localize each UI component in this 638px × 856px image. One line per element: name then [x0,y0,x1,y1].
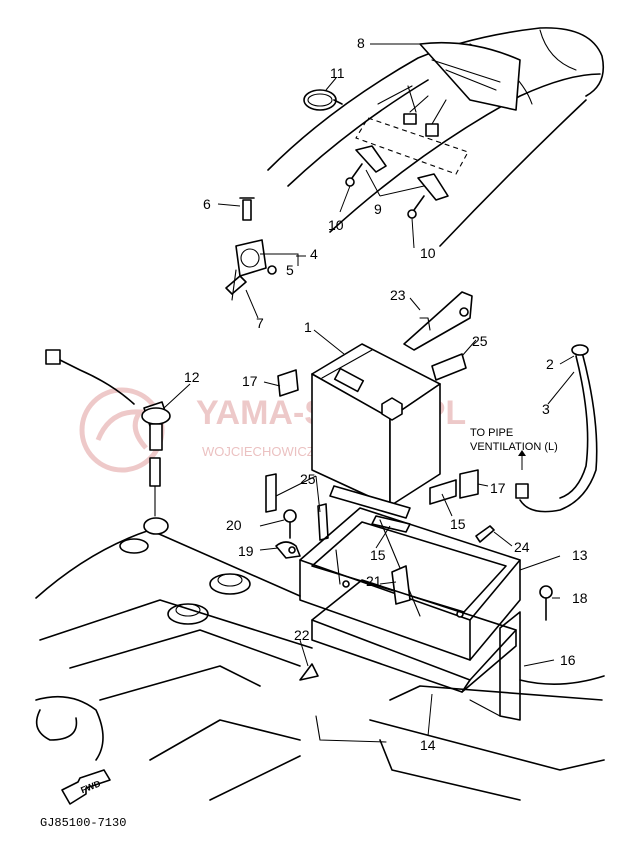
callout-3: 3 [542,401,550,417]
part-23-bracket [403,291,473,351]
callout-11: 11 [330,65,345,81]
relay-holder-assembly [225,197,277,301]
callout-4: 4 [310,246,318,262]
callout-15-left: 15 [370,547,386,563]
battery-case [299,507,521,661]
callout-13: 13 [572,547,588,563]
note-line-2: VENTILATION (L) [470,441,558,453]
callout-7: 7 [256,315,264,331]
leader-lines [163,43,575,737]
callout-15-right: 15 [450,516,466,532]
frame-lower [315,675,605,801]
callout-17-right: 17 [490,480,506,496]
battery-pads [265,353,479,541]
part-9-brackets [345,145,449,219]
callout-2: 2 [546,356,554,372]
part-12-switch [45,349,171,535]
callout-22: 22 [294,627,310,643]
callout-16: 16 [560,652,576,668]
rear-fender [267,27,605,247]
callout-5: 5 [286,262,294,278]
callout-25-top: 25 [472,333,488,349]
fasteners [275,509,553,681]
callout-17-left: 17 [242,373,258,389]
battery-tray [311,579,521,721]
fwd-arrow: FWD [61,769,111,805]
callout-10-right: 10 [420,245,436,261]
callout-25-left: 25 [300,471,316,487]
breather-hose [515,344,598,513]
note-line-1: TO PIPE [470,427,513,439]
battery [311,343,441,507]
callout-23: 23 [390,287,406,303]
callout-9: 9 [374,201,382,217]
callout-19: 19 [238,543,254,559]
vent-note: TO PIPE VENTILATION (L) [470,427,558,470]
callout-14: 14 [420,737,436,753]
engine-area [35,529,313,801]
callout-10-left: 10 [328,217,344,233]
callout-1: 1 [304,319,312,335]
callouts: 8 11 6 4 5 7 9 10 10 23 1 25 2 3 17 17 1… [184,35,588,753]
diagram-code: GJ85100-7130 [40,816,126,830]
callout-21: 21 [366,573,382,589]
callout-12: 12 [184,369,200,385]
callout-8: 8 [357,35,365,51]
callout-6: 6 [203,196,211,212]
callout-18: 18 [572,590,588,606]
callout-24: 24 [514,539,530,555]
callout-20: 20 [226,517,242,533]
part-11-clamp [303,89,343,111]
